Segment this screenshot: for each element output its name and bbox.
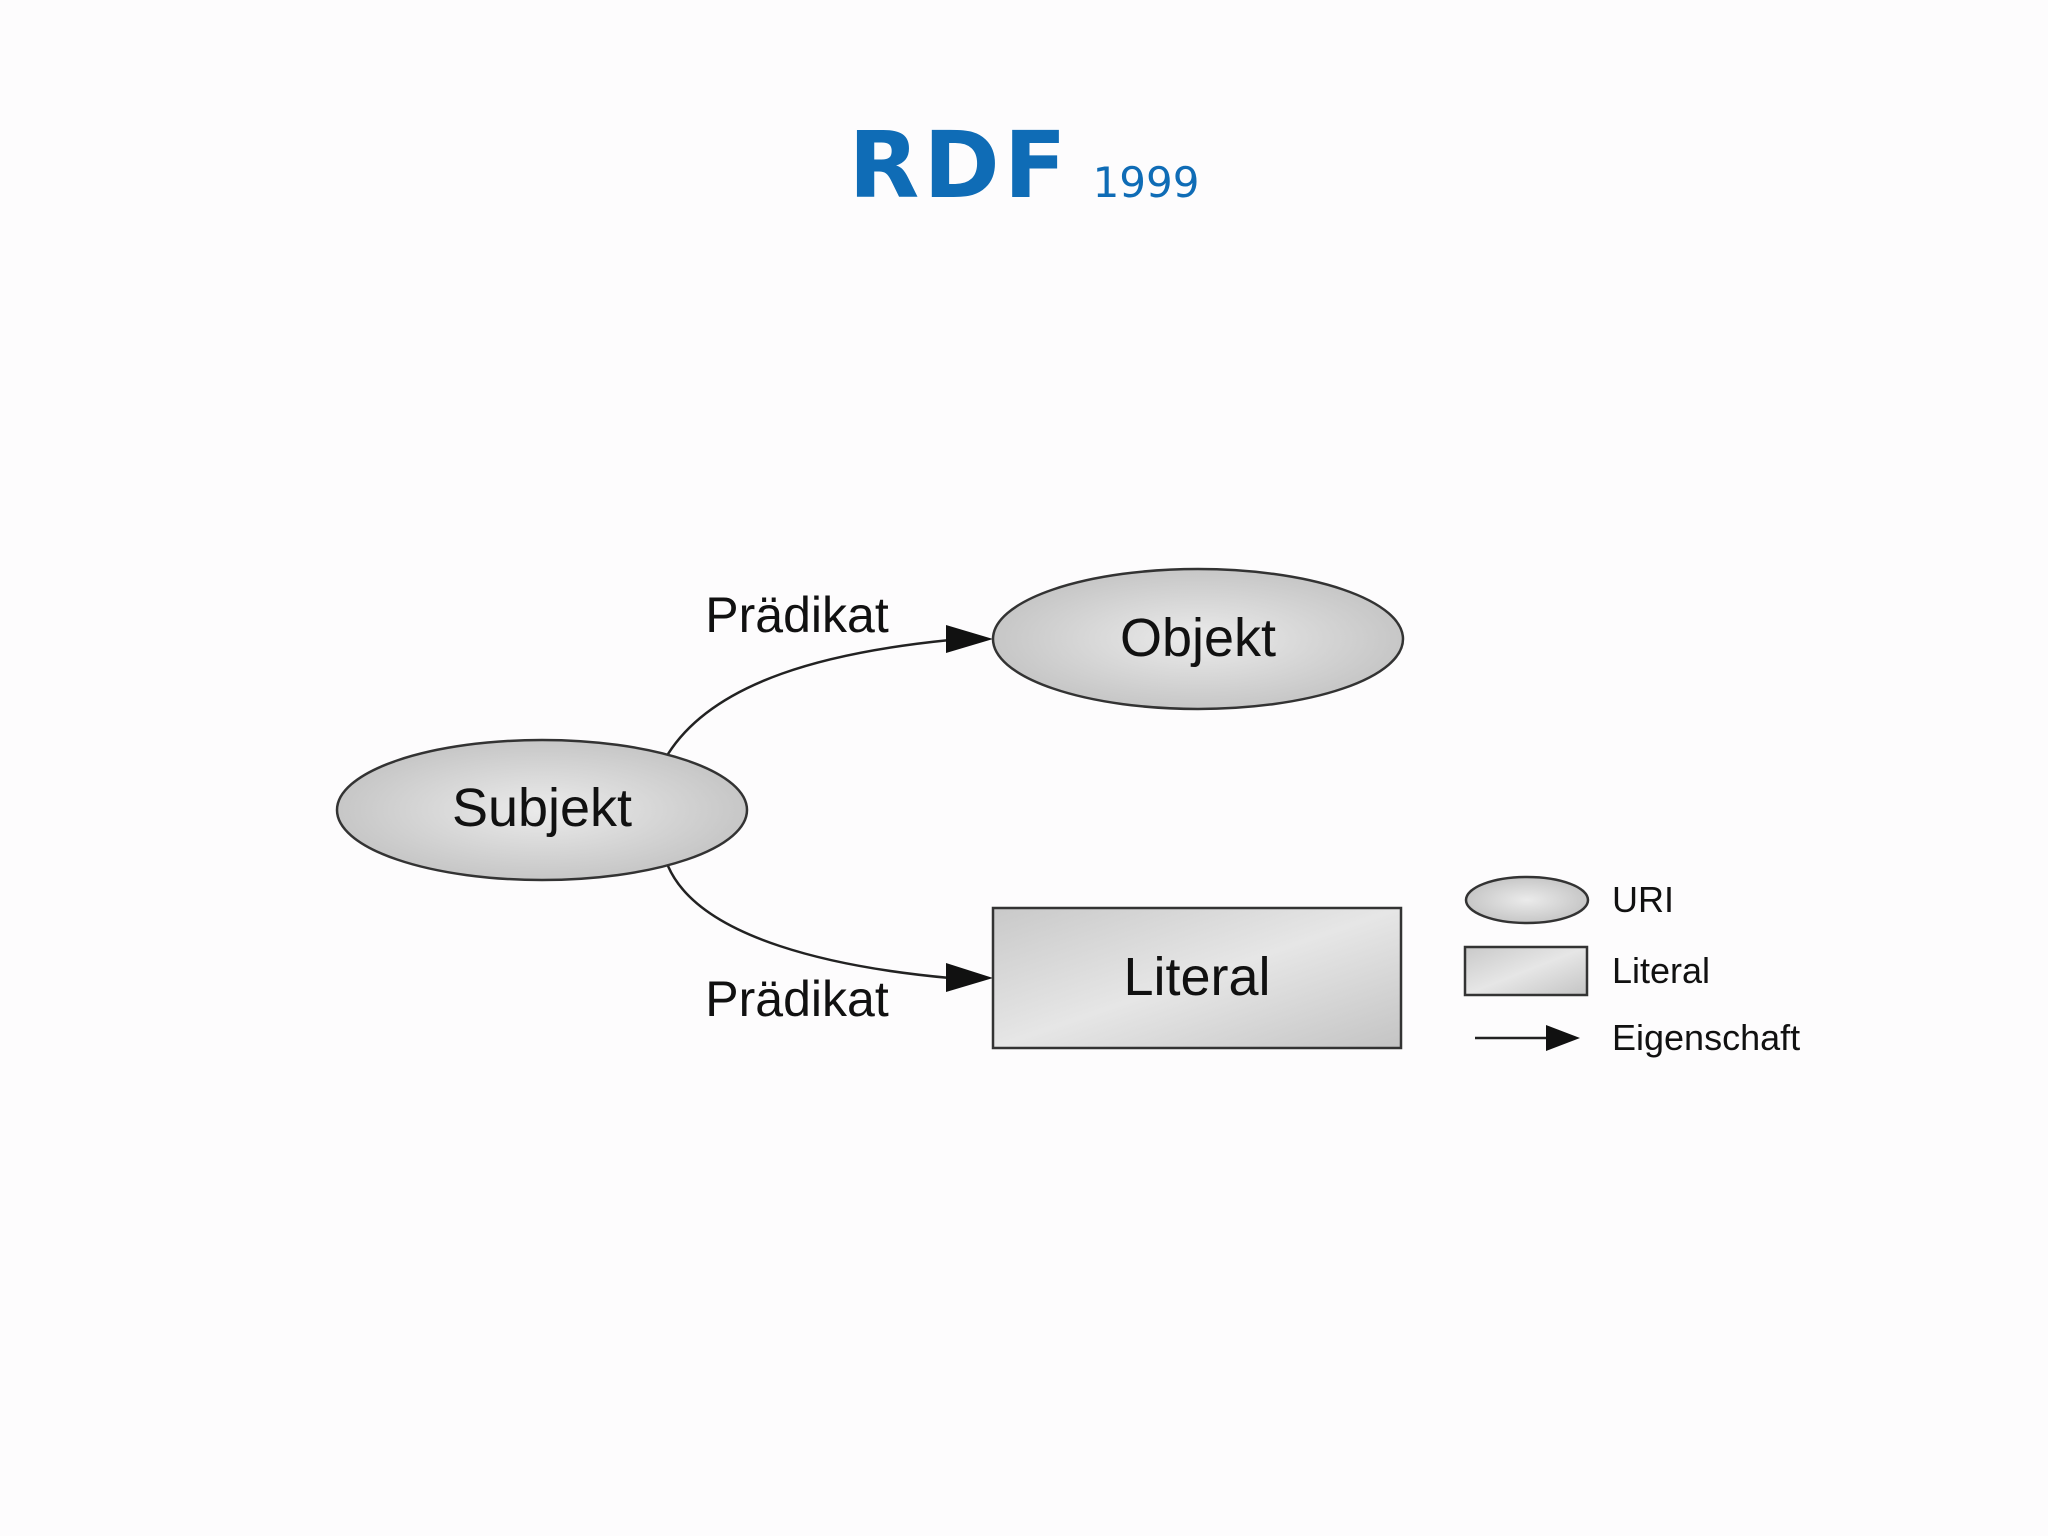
edge-subject-object [666, 638, 951, 755]
legend-property-arrowhead [1546, 1025, 1580, 1051]
arrowhead-literal [946, 963, 993, 992]
node-subject [335, 738, 749, 882]
node-literal [991, 906, 1403, 1050]
legend-property-label: Eigenschaft [1612, 1017, 1800, 1058]
node-literal-label: Literal [1123, 947, 1270, 1007]
legend: URI Literal Eigenschaft [1463, 875, 1800, 1058]
edge-label-bottom: Prädikat [705, 971, 889, 1027]
title-year: 1999 [1092, 158, 1200, 207]
title-main: RDF [848, 112, 1071, 219]
node-object [991, 567, 1405, 711]
slide-title: RDF 1999 [0, 112, 2048, 219]
node-object-label: Objekt [1120, 608, 1276, 668]
arrowhead-object [946, 625, 993, 653]
legend-uri-symbol [1464, 875, 1590, 925]
legend-literal-label: Literal [1612, 950, 1710, 991]
edge-label-top: Prädikat [705, 587, 889, 643]
edge-subject-literal [666, 865, 951, 980]
legend-uri-label: URI [1612, 879, 1674, 920]
node-subject-label: Subjekt [452, 778, 632, 838]
legend-literal-symbol [1463, 945, 1589, 997]
